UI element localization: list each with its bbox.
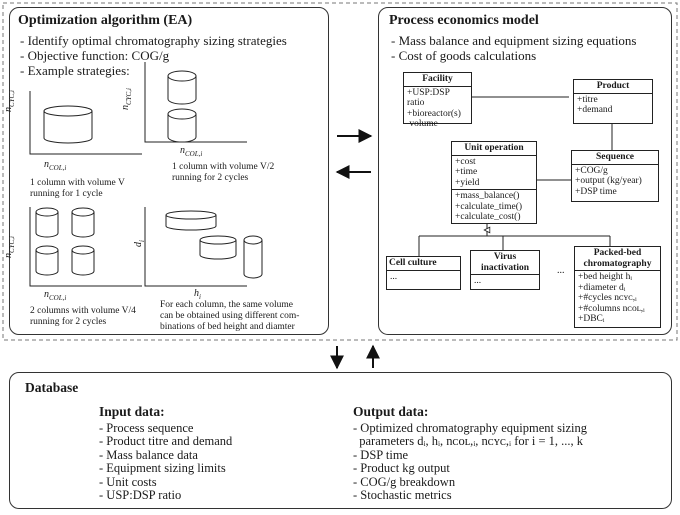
input-item: - Product titre and demand [99, 434, 233, 448]
axis-label-h: hi [194, 288, 201, 301]
input-data-column: Input data: - Process sequence - Product… [99, 405, 232, 503]
input-item: - Process sequence [99, 420, 194, 435]
output-item: - COG/g breakdown [353, 474, 456, 489]
axis-label-cyc-2: nCYC,i [120, 88, 133, 110]
axis-label-cyc-3: nCYC,i [3, 236, 16, 258]
output-item: - Optimized chromatography equipment siz… [353, 420, 587, 435]
top-dashed-frame [2, 2, 678, 341]
ea-bullet: - Example strategies: [20, 63, 130, 78]
axis-label-d: di [133, 240, 146, 247]
input-item: - Mass balance data [99, 447, 198, 462]
pem-bullets: - Mass balance and equipment sizing equa… [391, 33, 637, 63]
database-title: Database [25, 380, 79, 395]
pem-bullet: - Cost of goods calculations [391, 48, 537, 63]
ea-title: Optimization algorithm (EA) [18, 13, 193, 28]
output-item: - Stochastic metrics [353, 488, 452, 502]
uml-product: Product +titre +demand [573, 79, 653, 124]
output-item: parameters dᵢ, hᵢ, nᴄᴏʟ,ᵢ, nᴄʏᴄ,ᵢ for i … [353, 434, 584, 448]
pem-title: Process economics model [389, 13, 539, 28]
database-panel [9, 372, 672, 509]
input-item: - Unit costs [99, 474, 157, 489]
uml-ellipsis: ... [557, 265, 565, 276]
ea-axes [29, 62, 247, 287]
pem-panel [378, 7, 672, 335]
output-data-title: Output data: [353, 404, 429, 419]
output-item: - Product kg output [353, 461, 450, 475]
ea-panel [9, 7, 329, 335]
input-item: - USP:DSP ratio [99, 488, 182, 502]
ea-cylinders [35, 70, 263, 279]
pem-bullet: - Mass balance and equipment sizing equa… [391, 33, 637, 48]
uml-unit-operation: Unit operation +cost +time +yield +mass_… [451, 141, 537, 224]
axis-label-col-1: nCOL,i [44, 159, 67, 172]
input-item: - Equipment sizing limits [99, 461, 226, 475]
uml-cell-culture: Cell culture ... [386, 256, 461, 290]
ea-bullet: - Objective function: COG/g [20, 48, 170, 63]
output-item: - DSP time [353, 447, 409, 462]
uml-facility: Facility +USP:DSP ratio +bioreactor(s) v… [403, 72, 472, 129]
output-data-column: Output data: - Optimized chromatography … [353, 405, 587, 503]
uml-connectors [418, 96, 613, 256]
uml-virus-inactivation: Virus inactivation ... [470, 250, 540, 290]
input-data-title: Input data: [99, 404, 165, 419]
axis-label-col-2: nCOL,i [180, 145, 203, 158]
axis-label-col-3: nCOL,i [44, 289, 67, 302]
ea-bullet: - Identify optimal chromatography sizing… [20, 33, 287, 48]
axis-label-cyc-1: nCYC,i [3, 90, 16, 112]
uml-sequence: Sequence +COG/g +output (kg/year) +DSP t… [571, 150, 659, 202]
uml-packed-bed-chromatography: Packed-bed chromatography +bed height hᵢ… [574, 246, 661, 328]
ea-bullets: - Identify optimal chromatography sizing… [20, 33, 287, 78]
